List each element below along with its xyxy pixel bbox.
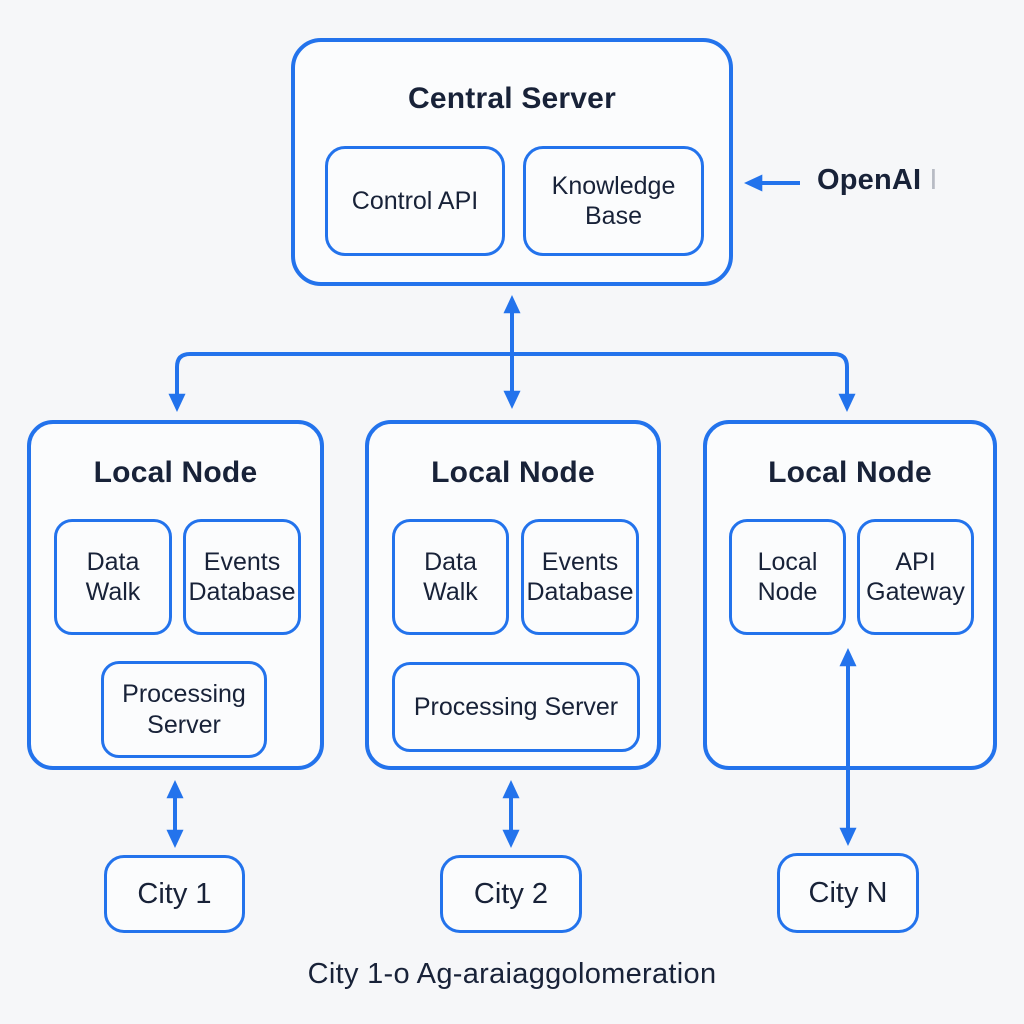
api-gateway-box: API Gateway xyxy=(857,519,974,635)
data-walk-2-box: Data Walk xyxy=(392,519,509,635)
processing-server-2-label: Processing Server xyxy=(413,692,619,721)
city-n-box: City N xyxy=(777,853,919,933)
openai-ghost-cursor: I xyxy=(929,164,938,196)
connector-branch-to-nodes xyxy=(168,352,856,412)
central-server-box: Central Server Control API Knowledge Bas… xyxy=(291,38,733,286)
processing-server-1-label: Processing Server xyxy=(122,680,246,739)
api-gateway-label: API Gateway xyxy=(866,547,965,607)
control-api-box: Control API xyxy=(325,146,505,256)
processing-server-2-box: Processing Server xyxy=(392,662,640,752)
data-walk-1-label: Data Walk xyxy=(85,547,141,607)
diagram-caption: City 1-o Ag-araiaggolomeration xyxy=(307,958,717,990)
central-server-title: Central Server xyxy=(408,82,616,115)
local-node-2-box: Local Node Data Walk Events Database Pro… xyxy=(365,420,661,770)
city-2-label: City 2 xyxy=(473,877,549,910)
events-database-2-label: Events Database xyxy=(526,547,634,607)
openai-text: OpenAI xyxy=(817,164,922,196)
local-node-3-title: Local Node xyxy=(768,456,932,489)
local-node-3-inner-box: Local Node xyxy=(729,519,846,635)
local-node-3-inner-label: Local Node xyxy=(757,547,818,607)
knowledge-base-label: Knowledge Base xyxy=(551,171,676,231)
data-walk-1-box: Data Walk xyxy=(54,519,172,635)
events-database-1-label: Events Database xyxy=(188,547,296,607)
events-database-2-box: Events Database xyxy=(521,519,639,635)
city-1-label: City 1 xyxy=(137,877,212,910)
local-node-1-title: Local Node xyxy=(93,456,258,489)
processing-server-1-box: Processing Server xyxy=(101,661,267,758)
local-node-1-box: Local Node Data Walk Events Database Pro… xyxy=(27,420,324,770)
data-walk-2-label: Data Walk xyxy=(423,547,478,607)
city-n-label: City N xyxy=(808,876,888,909)
control-api-label: Control API xyxy=(351,186,479,215)
knowledge-base-box: Knowledge Base xyxy=(523,146,704,256)
city-1-box: City 1 xyxy=(104,855,245,933)
events-database-1-box: Events Database xyxy=(183,519,301,635)
local-node-3-box: Local Node Local Node API Gateway xyxy=(703,420,997,770)
local-node-2-title: Local Node xyxy=(431,456,595,489)
city-2-box: City 2 xyxy=(440,855,582,933)
